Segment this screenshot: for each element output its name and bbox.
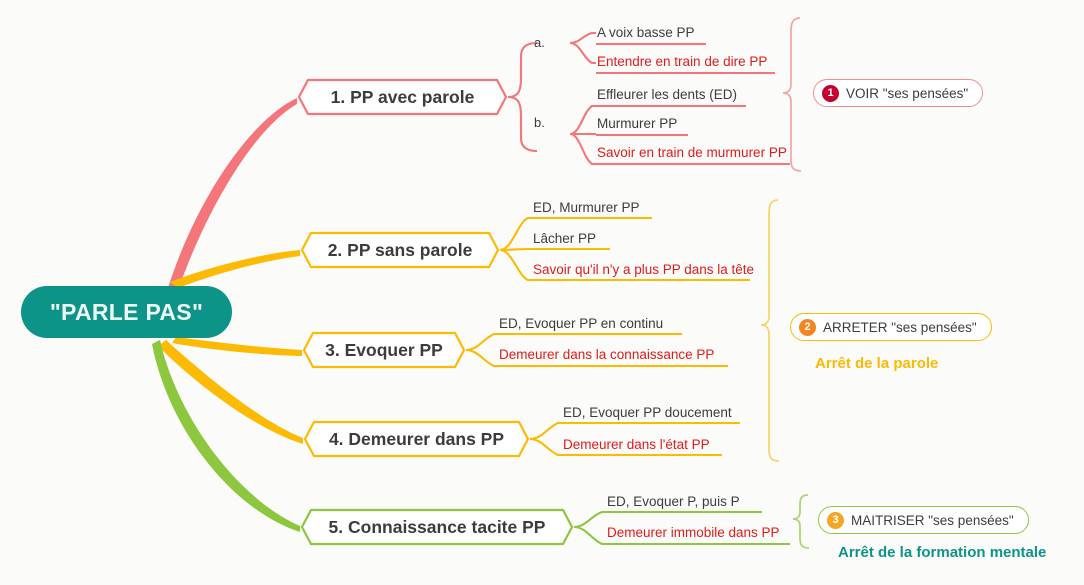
- callout-3-label: MAITRISER "ses pensées": [851, 512, 1014, 528]
- node-branch-4[interactable]: 4. Demeurer dans PP: [303, 420, 530, 458]
- trunk-branch-3: [172, 337, 302, 356]
- root-node[interactable]: "PARLE PAS": [21, 286, 232, 338]
- branch-4-fan-2: [529, 437, 562, 457]
- node-shape: [297, 78, 508, 116]
- node-branch-3[interactable]: 3. Evoquer PP: [302, 331, 466, 369]
- trunk-branch-5: [152, 340, 300, 532]
- branch-2-fan-3: [499, 248, 532, 282]
- brace-callout-1: [782, 17, 802, 172]
- leaf-item[interactable]: ED, Murmurer PP: [533, 200, 640, 215]
- node-shape: [302, 331, 466, 369]
- node-shape: [303, 420, 530, 458]
- branch-2-fan-2: [499, 247, 532, 252]
- branch-1-a-fan-1: [569, 31, 596, 45]
- callout-2-badge: 2: [799, 318, 816, 336]
- trunk-branch-1: [168, 98, 297, 290]
- branch-4-fan-1: [529, 421, 562, 441]
- leaf-item[interactable]: A voix basse PP: [597, 25, 695, 40]
- node-branch-1-label: 1. PP avec parole: [330, 86, 475, 107]
- leaf-item[interactable]: Demeurer dans la connaissance PP: [499, 347, 715, 362]
- group-label-a: a.: [534, 35, 545, 50]
- node-shape: [300, 231, 500, 269]
- callout-2-summary: Arrêt de la parole: [815, 355, 939, 372]
- node-branch-1[interactable]: 1. PP avec parole: [297, 78, 508, 116]
- node-branch-3-label: 3. Evoquer PP: [325, 339, 443, 360]
- branch-1-a-fan-2: [569, 41, 596, 65]
- brace-callout-3: [792, 494, 810, 549]
- callout-3-badge: 3: [827, 511, 844, 529]
- leaf-item[interactable]: Murmurer PP: [597, 116, 678, 131]
- callout-3[interactable]: 3 MAITRISER "ses pensées": [818, 506, 1029, 534]
- trunk-branch-2: [170, 250, 300, 288]
- branch-1-b-fan-1: [569, 104, 596, 136]
- branch-5-fan-2: [573, 525, 606, 546]
- branch-1-split: [507, 41, 538, 99]
- leaf-item[interactable]: ED, Evoquer P, puis P: [607, 494, 740, 509]
- group-label-b: b.: [534, 115, 545, 130]
- leaf-item[interactable]: Effleurer les dents (ED): [597, 87, 738, 102]
- node-branch-4-label: 4. Demeurer dans PP: [328, 428, 505, 449]
- callout-1-badge: 1: [822, 84, 839, 102]
- trunk-branch-4: [158, 340, 303, 444]
- leaf-item[interactable]: ED, Evoquer PP en continu: [499, 316, 664, 331]
- node-shape: [300, 508, 574, 546]
- leaf-item[interactable]: Demeurer immobile dans PP: [607, 525, 780, 540]
- branch-1-b-fan-3: [569, 132, 596, 166]
- branch-2-fan-1: [499, 216, 532, 252]
- leaf-item[interactable]: Demeurer dans l'état PP: [563, 437, 710, 452]
- node-branch-5[interactable]: 5. Connaissance tacite PP: [300, 508, 574, 546]
- callout-2-label: ARRETER "ses pensées": [823, 319, 977, 335]
- branch-5-fan-1: [573, 510, 606, 529]
- callout-2[interactable]: 2 ARRETER "ses pensées": [790, 313, 992, 341]
- branch-1-split-b: [507, 95, 538, 153]
- brace-callout-2: [760, 199, 780, 462]
- callout-1-label: VOIR "ses pensées": [846, 85, 969, 101]
- callout-1[interactable]: 1 VOIR "ses pensées": [813, 79, 984, 107]
- branch-3-fan-2: [465, 348, 498, 368]
- node-branch-2[interactable]: 2. PP sans parole: [300, 231, 500, 269]
- leaf-item[interactable]: Entendre en train de dire PP: [597, 54, 768, 69]
- leaf-item[interactable]: Savoir qu'il n'y a plus PP dans la tête: [533, 262, 755, 277]
- root-node-label: "PARLE PAS": [49, 298, 204, 325]
- leaf-item[interactable]: ED, Evoquer PP doucement: [563, 405, 732, 420]
- node-branch-2-label: 2. PP sans parole: [327, 239, 473, 260]
- node-branch-5-label: 5. Connaissance tacite PP: [328, 516, 546, 537]
- branch-3-fan-1: [465, 332, 498, 352]
- leaf-item[interactable]: Lâcher PP: [533, 231, 597, 246]
- leaf-item[interactable]: Savoir en train de murmurer PP: [597, 145, 787, 160]
- callout-3-summary: Arrêt de la formation mentale: [838, 544, 1047, 561]
